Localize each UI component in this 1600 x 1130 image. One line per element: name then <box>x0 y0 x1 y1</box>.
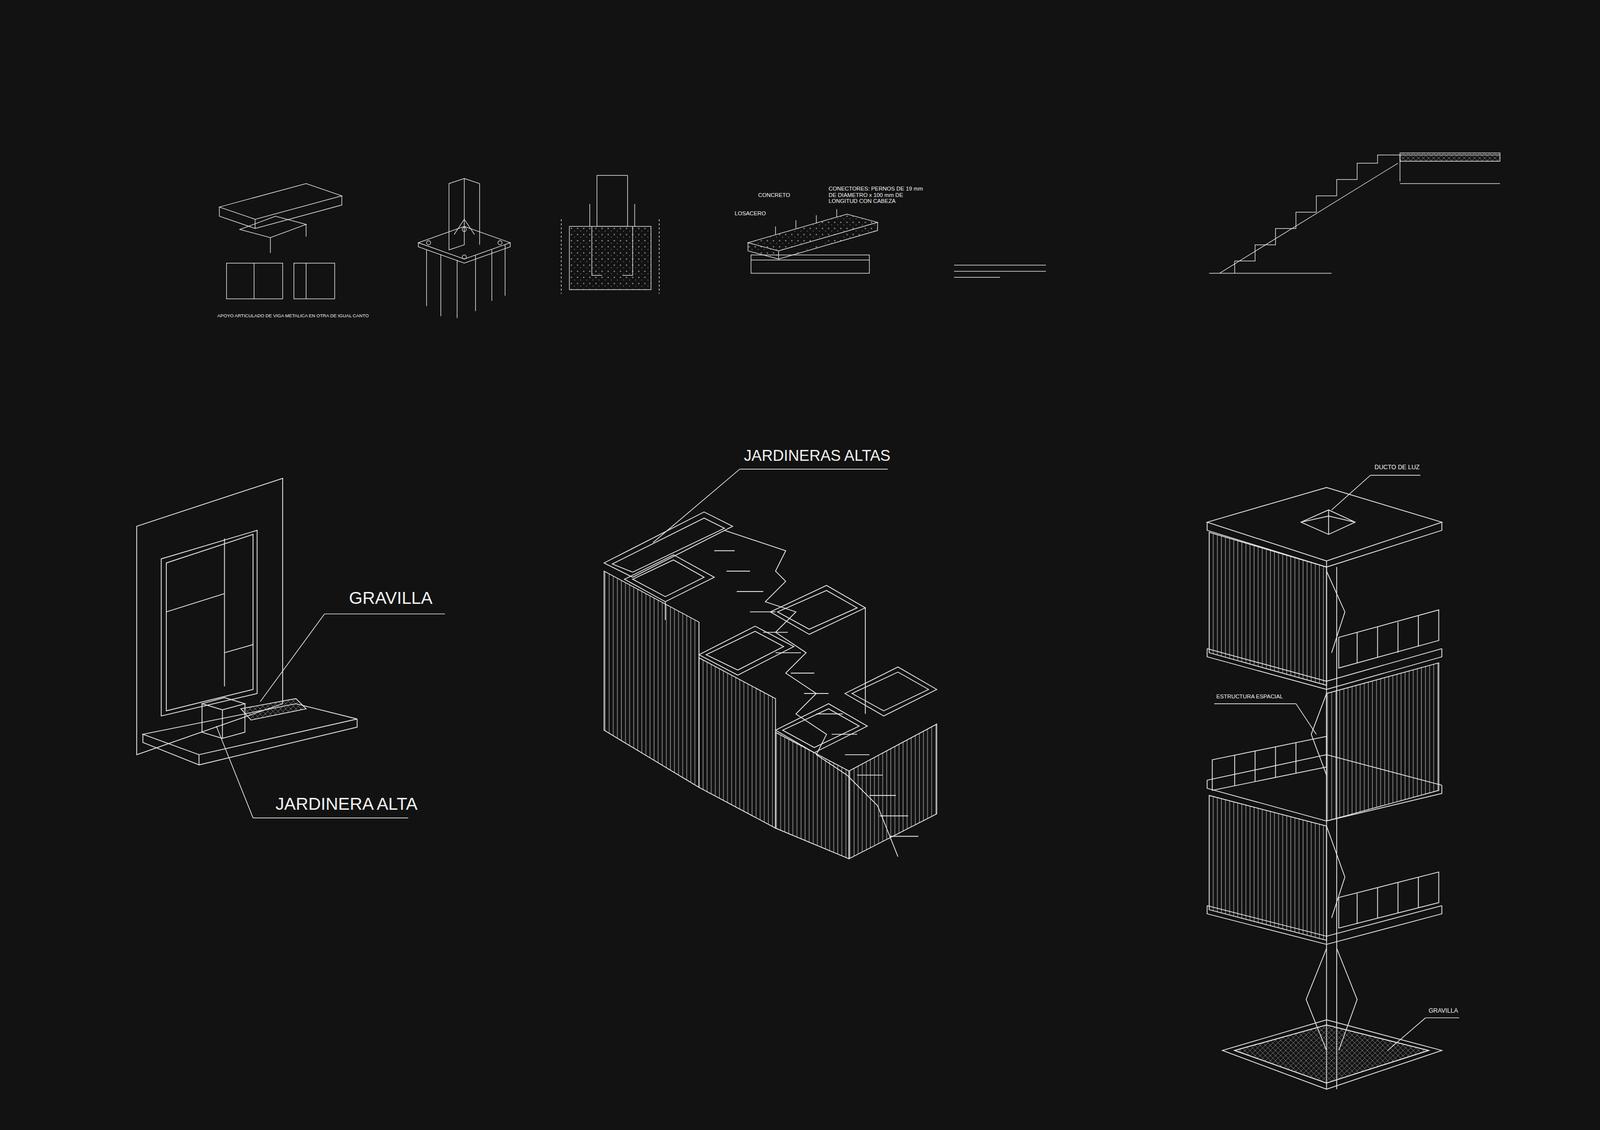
annotation-label: GRAVILLA <box>1428 1007 1459 1015</box>
annotation-label: APOYO ARTICULADO DE VIGA METALICA EN OTR… <box>217 314 369 320</box>
annotation-label: LOSACERO <box>734 209 766 216</box>
annotation-label: ESTRUCTURA ESPACIAL <box>1216 693 1284 700</box>
annotation-label: JARDINERAS ALTAS <box>744 448 891 465</box>
annotation-label: DUCTO DE LUZ <box>1374 464 1420 472</box>
annotation-label: JARDINERA ALTA <box>275 795 418 815</box>
annotation-label: CONCRETO <box>757 191 791 198</box>
annotation-label: GRAVILLA <box>349 589 433 609</box>
annotation-label: CONECTORES: PERNOS DE 19 mm DE DIAMETRO … <box>828 185 926 204</box>
